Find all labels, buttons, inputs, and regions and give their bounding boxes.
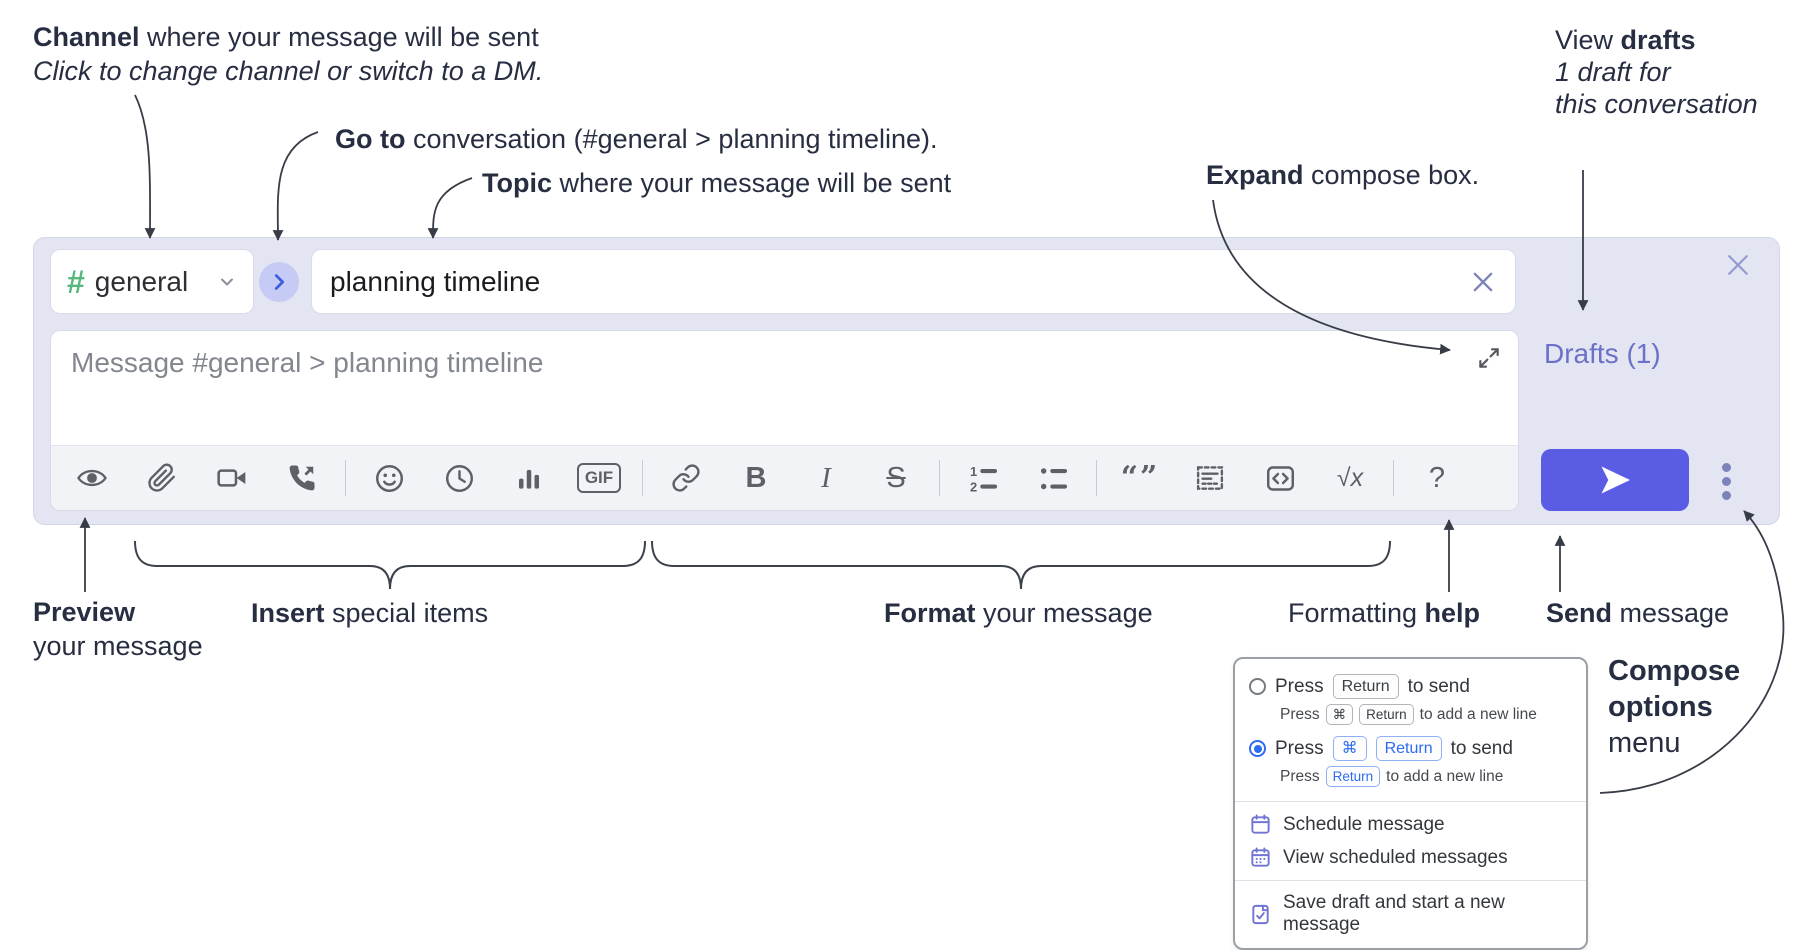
- link-icon[interactable]: [651, 446, 721, 511]
- message-textarea[interactable]: Message #general > planning timeline: [51, 331, 1518, 447]
- calendar-list-icon: [1249, 846, 1272, 869]
- svg-text:2: 2: [969, 479, 976, 494]
- goto-annotation: Go to conversation (#general > planning …: [335, 124, 938, 154]
- compose-box: # general planning timeline Message #gen…: [33, 237, 1780, 525]
- code-icon[interactable]: [1245, 446, 1315, 511]
- cmd-key-badge: ⌘: [1332, 736, 1367, 761]
- toolbar-divider: [642, 460, 643, 496]
- preview-annotation: Preview your message: [33, 597, 203, 661]
- menu-divider: [1235, 880, 1586, 881]
- dot: [1721, 462, 1731, 472]
- view-scheduled-messages-item[interactable]: View scheduled messages: [1235, 841, 1586, 874]
- send-option-return[interactable]: Press Return to send: [1235, 671, 1586, 702]
- compose-options-menu-button[interactable]: [1708, 452, 1744, 510]
- preview-eye-icon[interactable]: [57, 446, 127, 511]
- expand-annotation: Expand compose box.: [1206, 160, 1480, 190]
- cmd-key-badge: ⌘: [1325, 704, 1354, 725]
- send-option-cmd-return-hint: Press Return to add a new line: [1235, 764, 1586, 795]
- send-button[interactable]: [1541, 449, 1689, 511]
- topic-input[interactable]: planning timeline: [311, 249, 1516, 314]
- channel-arrow: [134, 94, 156, 239]
- attach-file-icon[interactable]: [127, 446, 197, 511]
- toolbar-divider: [345, 460, 346, 496]
- format-brace: [651, 540, 1391, 590]
- emoji-icon[interactable]: [354, 446, 424, 511]
- goto-conversation-button[interactable]: [259, 262, 299, 302]
- return-key-badge: Return: [1375, 736, 1442, 761]
- channel-selector[interactable]: # general: [50, 249, 254, 314]
- chevron-right-icon: [274, 274, 285, 290]
- send-annotation: Send message: [1546, 598, 1730, 628]
- send-option-return-hint: Press ⌘ Return to add a new line: [1235, 702, 1586, 733]
- return-key-badge: Return: [1332, 674, 1399, 699]
- formatting-help-annotation: Formatting help: [1288, 598, 1481, 628]
- italic-icon[interactable]: I: [821, 461, 831, 494]
- message-placeholder: Message #general > planning timeline: [71, 347, 544, 378]
- format-annotation: Format your message: [884, 598, 1153, 628]
- poll-icon[interactable]: [494, 446, 564, 511]
- clear-topic-icon[interactable]: [1469, 268, 1497, 296]
- expand-compose-icon[interactable]: [1476, 345, 1502, 371]
- view-drafts-annotation: View drafts 1 draft for this conversatio…: [1555, 25, 1758, 119]
- send-icon: [1601, 466, 1630, 494]
- bulleted-list-icon[interactable]: [1018, 446, 1088, 511]
- svg-text:1: 1: [969, 463, 976, 478]
- toolbar-divider: [1393, 460, 1394, 496]
- gif-icon[interactable]: GIF: [564, 446, 634, 511]
- insert-brace: [134, 540, 646, 590]
- toolbar-divider: [939, 460, 940, 496]
- draft-check-icon: [1249, 903, 1272, 926]
- compose-options-menu: Press Return to send Press ⌘ Return to a…: [1233, 657, 1588, 950]
- strikethrough-icon[interactable]: S: [886, 461, 906, 494]
- radio-selected[interactable]: [1249, 740, 1266, 757]
- return-key-badge: Return: [1325, 766, 1381, 787]
- bold-icon[interactable]: B: [745, 461, 767, 494]
- calendar-icon: [1249, 813, 1272, 836]
- topic-arrow: [427, 177, 473, 239]
- topic-annotation: Topic where your message will be sent: [482, 168, 952, 198]
- channel-annotation: Channel where your message will be sent …: [33, 22, 544, 86]
- video-call-icon[interactable]: [197, 446, 267, 511]
- spoiler-icon[interactable]: [1175, 446, 1245, 511]
- return-key-badge: Return: [1359, 704, 1414, 725]
- message-editor: Message #general > planning timeline: [50, 330, 1519, 511]
- voice-call-icon[interactable]: [267, 446, 337, 511]
- channel-name: general: [94, 265, 189, 297]
- compose-options-annotation: Compose options menu: [1608, 655, 1741, 759]
- drafts-link[interactable]: Drafts (1): [1544, 338, 1661, 369]
- goto-arrow: [272, 131, 319, 241]
- menu-divider: [1235, 801, 1586, 802]
- close-compose-icon[interactable]: [1723, 250, 1753, 280]
- chevron-down-icon: [217, 272, 237, 292]
- quote-icon[interactable]: “”: [1120, 460, 1160, 495]
- save-draft-item[interactable]: Save draft and start a new message: [1235, 887, 1586, 948]
- schedule-message-item[interactable]: Schedule message: [1235, 808, 1586, 841]
- radio-unselected[interactable]: [1249, 678, 1266, 695]
- formatting-help-icon[interactable]: ?: [1428, 461, 1446, 494]
- dot: [1721, 476, 1731, 486]
- dot: [1721, 490, 1731, 500]
- channel-hash-icon: #: [67, 263, 85, 300]
- send-option-cmd-return[interactable]: Press ⌘ Return to send: [1235, 733, 1586, 764]
- global-time-icon[interactable]: [424, 446, 494, 511]
- insert-annotation: Insert special items: [251, 598, 489, 628]
- toolbar-divider: [1096, 460, 1097, 496]
- topic-value: planning timeline: [330, 265, 541, 297]
- math-icon[interactable]: √x: [1336, 463, 1364, 492]
